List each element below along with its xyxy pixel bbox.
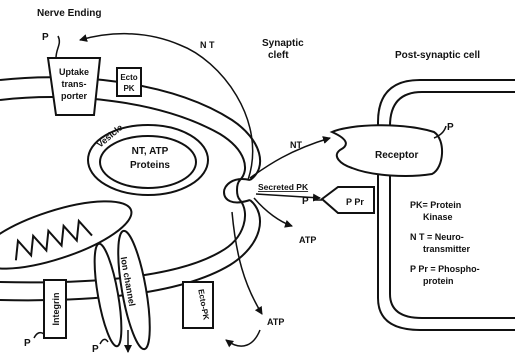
integrin-phosphate-label: P [24,338,31,349]
phosphoprotein-phosphate-label: P [302,196,309,207]
integrin-phosphate-link [34,333,44,338]
legend-nt-2: transmitter [423,244,471,254]
uptake-phosphate-link [56,36,59,58]
legend-nt-1: N T = Neuro- [410,232,464,242]
legend-ppr-2: protein [423,276,454,286]
synaptic-cleft-label-2: cleft [268,50,289,61]
atp-label-1: ATP [299,235,316,245]
ecto-pk-top-label-2: PK [123,84,134,93]
vesicle-contents-1: NT, ATP [132,146,169,157]
uptake-label-2: trans- [61,79,86,89]
mitochondrion [0,187,139,282]
atp-label-2: ATP [267,317,284,327]
ion-channel-phosphate-label: P [92,344,99,355]
vesicle-contents-2: Proteins [130,160,170,171]
integrin-label: Integrin [51,293,61,326]
ion-channel [89,229,156,351]
uptake-phosphate-label: P [42,32,49,43]
ion-channel-phosphate-link [100,339,108,344]
legend-pk-1: PK= Protein [410,200,461,210]
receptor-label: Receptor [375,150,418,161]
post-synaptic-cell-title: Post-synaptic cell [395,50,480,61]
uptake-label-1: Uptake [59,67,89,77]
nt-cleft-label: NT [290,140,302,150]
ecto-pk-top-label-1: Ecto [120,73,137,82]
legend-ppr-1: P Pr = Phospho- [410,264,480,274]
secreted-pk-label: Secreted PK [258,182,309,192]
uptake-label-3: porter [61,91,88,101]
nt-upper-label: N T [200,40,215,50]
nerve-ending-title: Nerve Ending [37,8,101,19]
receptor-phosphate-label: P [447,122,454,133]
phosphoprotein-label: P Pr [346,197,364,207]
legend-pk-2: Kinase [423,212,453,222]
synaptic-cleft-label-1: Synaptic [262,38,304,49]
